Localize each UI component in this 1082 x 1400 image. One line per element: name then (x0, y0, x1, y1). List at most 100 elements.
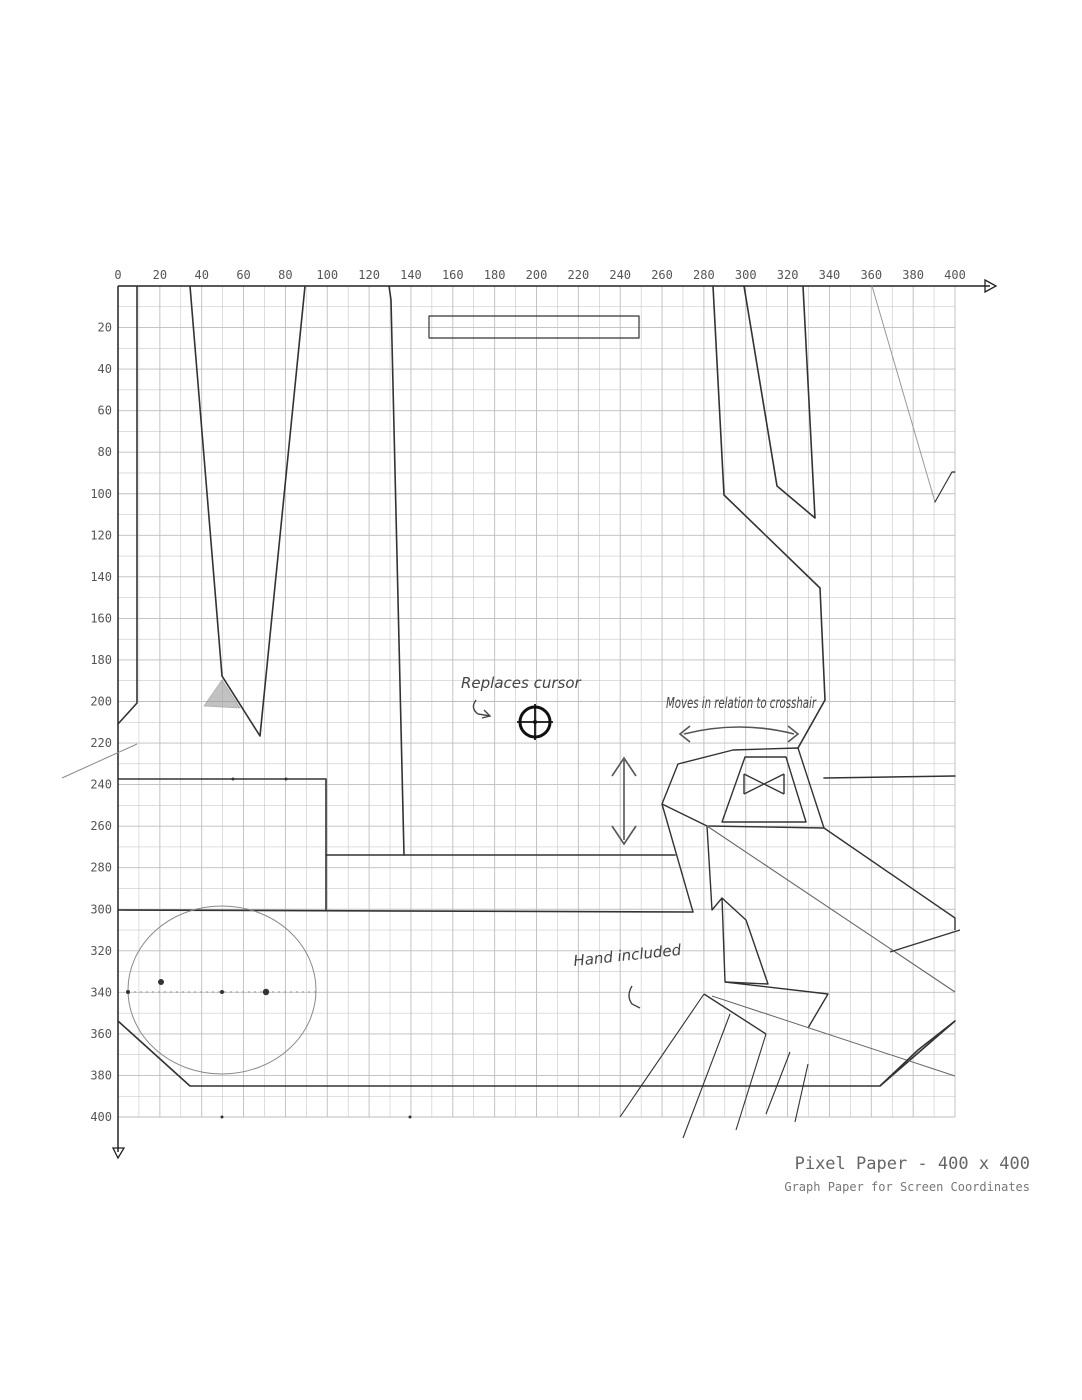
right-v-structure (743, 285, 816, 519)
ellipse-dot (262, 988, 270, 996)
hand-wrist (724, 981, 829, 1029)
y-tick-label: 220 (90, 736, 112, 750)
ellipse-dot (158, 979, 164, 985)
x-tick-label: 160 (442, 268, 464, 282)
hand-finger (794, 1063, 809, 1123)
y-tick-label: 280 (90, 861, 112, 875)
far-right-corner (934, 471, 956, 503)
x-tick-label: 20 (153, 268, 167, 282)
right-ledge-line (823, 775, 956, 779)
grid-lines (117, 285, 956, 1118)
barrel-tip (889, 929, 961, 953)
y-tick-label: 160 (90, 611, 112, 625)
x-axis-arrow-icon (984, 278, 998, 294)
note-hand-included: Hand included (573, 941, 683, 970)
y-tick-label: 60 (98, 404, 112, 418)
bottom-right-corner (879, 1020, 956, 1087)
left-block (117, 778, 327, 911)
gun-sketch (619, 747, 961, 1139)
far-right-light-line (871, 285, 936, 503)
y-tick-label: 180 (90, 653, 112, 667)
crosshair-icon (517, 704, 553, 740)
x-tick-label: 200 (526, 268, 548, 282)
horizontal-double-arrow-icon (678, 725, 800, 743)
point-marker (231, 777, 235, 781)
x-tick-label: 360 (860, 268, 882, 282)
sheet-subtitle: Graph Paper for Screen Coordinates (784, 1180, 1030, 1194)
x-tick-label: 180 (484, 268, 506, 282)
left-wall (117, 285, 138, 725)
point-marker (220, 1115, 224, 1119)
crosshair-pointer-arrow-icon (472, 699, 491, 717)
y-axis-arrow-icon (111, 1147, 126, 1160)
barrel-top (823, 827, 956, 930)
y-tick-labels: 20 40 60 80 100 120 140 160 180 200 220 240 260 280 30… (90, 321, 112, 1124)
x-tick-label: 80 (278, 268, 292, 282)
shaded-corner (203, 679, 241, 709)
y-tick-label: 100 (90, 487, 112, 501)
y-tick-label: 140 (90, 570, 112, 584)
x-tick-label: 300 (735, 268, 757, 282)
hand-pointer-arrow-icon (628, 985, 641, 1009)
gun-sight (721, 756, 807, 823)
x-tick-label: 140 (400, 268, 422, 282)
pencil-sketch (117, 285, 956, 1119)
center-pillar (388, 285, 405, 856)
y-tick-label: 260 (90, 819, 112, 833)
y-tick-label: 320 (90, 944, 112, 958)
hand-finger (765, 1051, 791, 1115)
barrel-guide (706, 825, 956, 993)
double-arrow-icon (611, 756, 637, 846)
x-tick-label: 400 (944, 268, 966, 282)
gun-body (661, 747, 825, 829)
bottom-octagon-edge (117, 1020, 956, 1087)
floor-line (117, 909, 694, 913)
hand-guide (711, 995, 956, 1077)
ellipse-dot (220, 990, 224, 994)
x-tick-label: 380 (902, 268, 924, 282)
hand-finger (682, 1013, 731, 1139)
bowtie-mark (743, 773, 785, 795)
left-v-structure (189, 285, 306, 737)
y-tick-label: 40 (98, 362, 112, 376)
x-tick-label: 120 (358, 268, 380, 282)
x-tick-label: 0 (114, 268, 121, 282)
x-tick-label: 60 (236, 268, 250, 282)
ellipse-dot (126, 990, 130, 994)
hand-finger (735, 1033, 767, 1131)
sheet-title: Pixel Paper - 400 x 400 (794, 1154, 1030, 1174)
point-marker (284, 777, 288, 781)
x-tick-label: 240 (609, 268, 631, 282)
hand-palm (721, 897, 769, 985)
y-tick-label: 340 (90, 985, 112, 999)
y-tick-label: 200 (90, 695, 112, 709)
gun-stock (706, 825, 723, 911)
x-tick-label: 220 (568, 268, 590, 282)
x-tick-label: 260 (651, 268, 673, 282)
y-tick-label: 360 (90, 1027, 112, 1041)
note-moves-in-relation: Moves in relation to crosshair (666, 694, 817, 712)
y-tick-label: 400 (90, 1110, 112, 1124)
arrowhead-icon (481, 709, 492, 719)
axes (111, 278, 998, 1160)
top-rectangle (428, 315, 640, 339)
note-replaces-cursor: Replaces cursor (461, 674, 582, 692)
y-tick-label: 120 (90, 528, 112, 542)
y-tick-label: 80 (98, 445, 112, 459)
y-tick-label: 20 (98, 321, 112, 335)
v-inner-line (221, 675, 242, 707)
y-tick-label: 300 (90, 902, 112, 916)
ellipse-dots (126, 979, 270, 996)
x-tick-label: 320 (777, 268, 799, 282)
hand-finger (619, 993, 705, 1118)
y-tick-label: 380 (90, 1068, 112, 1082)
gun-left-edge (661, 803, 694, 913)
right-structure (712, 285, 826, 749)
y-tick-label: 240 (90, 778, 112, 792)
point-marker (408, 1115, 412, 1119)
x-tick-label: 280 (693, 268, 715, 282)
hand-top (703, 993, 767, 1035)
